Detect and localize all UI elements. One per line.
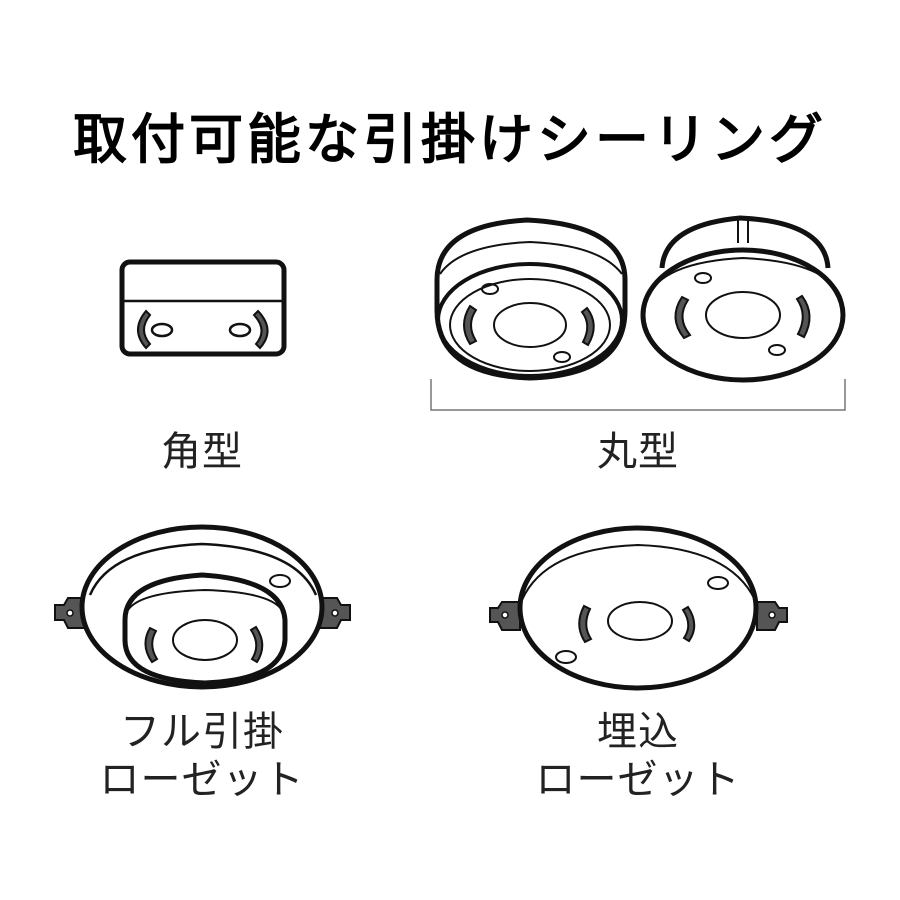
label-full-hikkake-rosette: フル引掛 ローゼット (72, 708, 332, 804)
label-line: ローゼット (535, 757, 741, 803)
round-ceiling-socket-icon-alt (640, 215, 846, 383)
label-line: フル引掛 (120, 709, 284, 755)
group-bracket (430, 379, 846, 411)
label-marugata: 丸型 (538, 428, 738, 476)
round-ceiling-socket-icon (434, 217, 628, 381)
label-umekomi-rosette: 埋込 ローゼット (508, 708, 768, 804)
label-line: 角型 (161, 429, 243, 475)
label-line: ローゼット (99, 757, 305, 803)
embedded-rosette-icon (489, 525, 788, 691)
label-line: 埋込 (597, 709, 679, 755)
label-line: 丸型 (597, 429, 679, 475)
label-kakugata: 角型 (102, 428, 302, 476)
full-hook-rosette-icon (54, 524, 351, 690)
page-title: 取付可能な引掛けシーリング (73, 108, 827, 171)
square-ceiling-socket-icon (119, 259, 287, 357)
